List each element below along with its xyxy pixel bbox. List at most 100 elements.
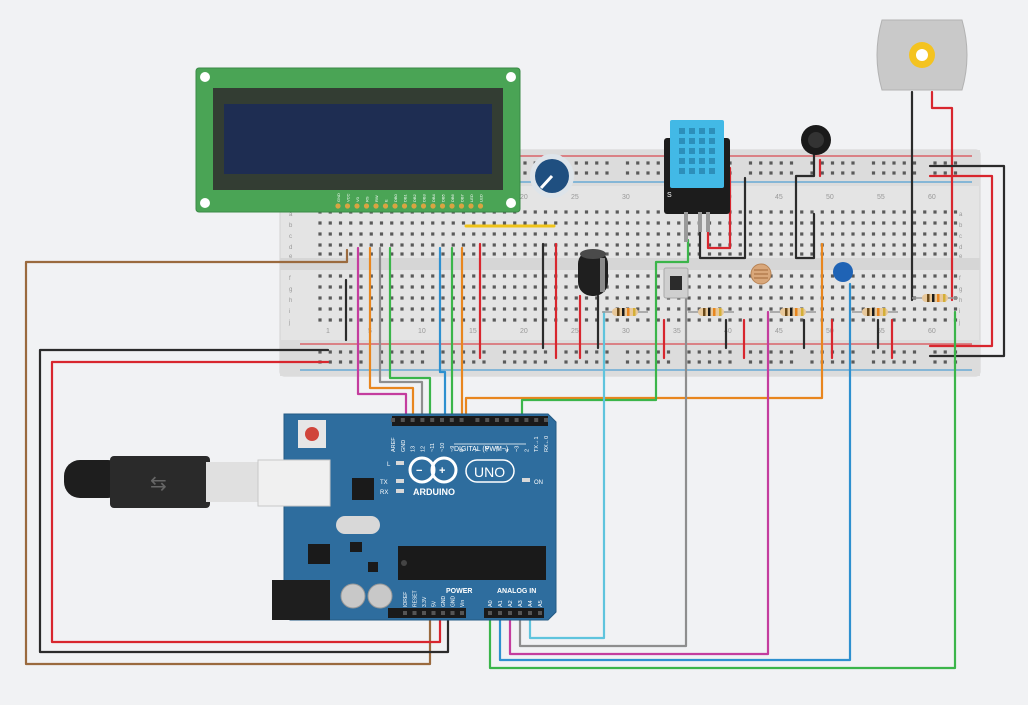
reset-button[interactable] [305,427,319,441]
analog-pin-socket[interactable] [498,611,502,615]
breadboard-hole [441,221,445,225]
breadboard-hole [953,307,958,311]
breadboard-hole [748,252,753,256]
breadboard-hole [892,307,896,311]
power-pin-socket[interactable] [422,611,426,615]
wire-black-mic[interactable] [794,138,816,260]
analog-pin-socket[interactable] [538,611,542,615]
rail-hole [892,360,896,364]
breadboard-hole [646,285,650,289]
breadboard-hole [718,296,722,300]
digital-pin-socket[interactable] [440,418,444,422]
wire-red-5v-rail[interactable] [50,360,442,644]
digital-pin-socket[interactable] [504,418,509,422]
wire-lightblue-a4[interactable] [528,310,606,640]
analog-pin-socket[interactable] [528,611,532,615]
power-pin-socket[interactable] [460,611,464,615]
power-pin-socket[interactable] [441,611,445,615]
breadboard-hole [533,296,537,300]
breadboard-hole [431,232,435,236]
dht-grille-slot [709,148,715,154]
breadboard-hole [748,232,753,236]
breadboard-hole [451,296,455,300]
breadboard-hole [584,232,589,236]
wire-brown-lcd-to-5v[interactable] [24,248,432,666]
breadboard-hole [923,307,927,311]
wire-red-rail-bridge[interactable] [928,174,994,348]
digital-pin-socket[interactable] [459,418,464,422]
rail-hole [584,161,589,165]
power-pin-socket[interactable] [412,611,417,615]
breadboard-hole [328,221,332,225]
digital-pin-socket[interactable] [514,418,519,422]
breadboard-hole [707,274,712,278]
rail-hole [390,360,394,364]
digital-pin-socket[interactable] [410,418,415,422]
dht-grille-slot [689,158,695,164]
dht-sensor[interactable]: S [664,120,730,242]
breadboard-hole [636,318,640,322]
dc-motor[interactable] [876,19,968,91]
power-pin-socket[interactable] [450,611,455,615]
digital-pin-socket[interactable] [534,418,539,422]
rail-hole [656,360,660,364]
power-pin-socket[interactable] [431,611,436,615]
breadboard-hole [605,318,609,322]
wire-green-a0[interactable] [488,310,957,670]
digital-pin-socket[interactable] [475,418,480,422]
col-label-bottom-15: 15 [469,328,477,335]
breadboard-hole [338,232,343,236]
breadboard-hole [923,285,927,289]
resistor-band [785,308,788,316]
breadboard-hole [953,252,958,256]
digital-pin-socket[interactable] [449,418,454,422]
breadboard-hole [748,296,753,300]
wire-orange-lcd-d12[interactable] [368,246,415,420]
wire-red-motor[interactable] [930,90,954,302]
center-channel [280,258,980,270]
wire-green-dht-d2[interactable] [520,238,690,420]
electrolytic-capacitor[interactable] [578,249,608,296]
breadboard-hole [492,274,496,278]
breadboard-hole [707,243,712,247]
digital-pin-socket[interactable] [420,418,425,422]
power-pin-socket[interactable] [403,611,407,615]
wire-magenta-lcd-d13[interactable] [356,246,408,420]
rail-hole [656,161,660,165]
digital-pin-socket[interactable] [430,418,435,422]
wire-black-gnd-rail[interactable] [38,348,450,654]
digital-pin-socket[interactable] [495,418,499,422]
breadboard-hole [441,285,445,289]
analog-pin-socket[interactable] [518,611,522,615]
analog-pin-socket[interactable] [508,611,512,615]
analog-pin-socket[interactable] [488,611,492,615]
push-button[interactable] [663,267,689,299]
wire-blue-a1[interactable] [498,282,852,662]
wire-gray-a3[interactable] [518,294,688,648]
ceramic-capacitor[interactable] [833,262,853,282]
digital-pin-socket[interactable] [485,418,490,422]
photoresistor[interactable] [750,263,772,285]
potentiometer[interactable] [530,154,574,198]
rail-hole [420,360,425,364]
breadboard-hole [738,307,742,311]
digital-pin-socket[interactable] [524,418,529,422]
breadboard-hole [841,296,845,300]
breadboard-hole [359,274,363,278]
wire-green-lcd-d10[interactable] [388,246,432,420]
breadboard-hole [369,252,373,256]
wire-orange-mic-d7[interactable] [464,242,824,420]
breadboard-hole [882,274,886,278]
wire-black-dht-gnd[interactable] [698,176,747,260]
wire-gray-lcd-d11[interactable] [378,246,424,420]
wire-blue-lcd-d9[interactable] [438,246,447,420]
digital-pin-socket[interactable] [544,418,548,422]
wire-black-rail-bridge[interactable] [928,164,1006,358]
digital-pin-socket[interactable] [391,418,395,422]
wire-magenta-a2[interactable] [508,310,770,656]
microphone[interactable] [801,125,831,155]
lcd-pin [420,203,427,209]
digital-pin-socket[interactable] [400,418,405,422]
